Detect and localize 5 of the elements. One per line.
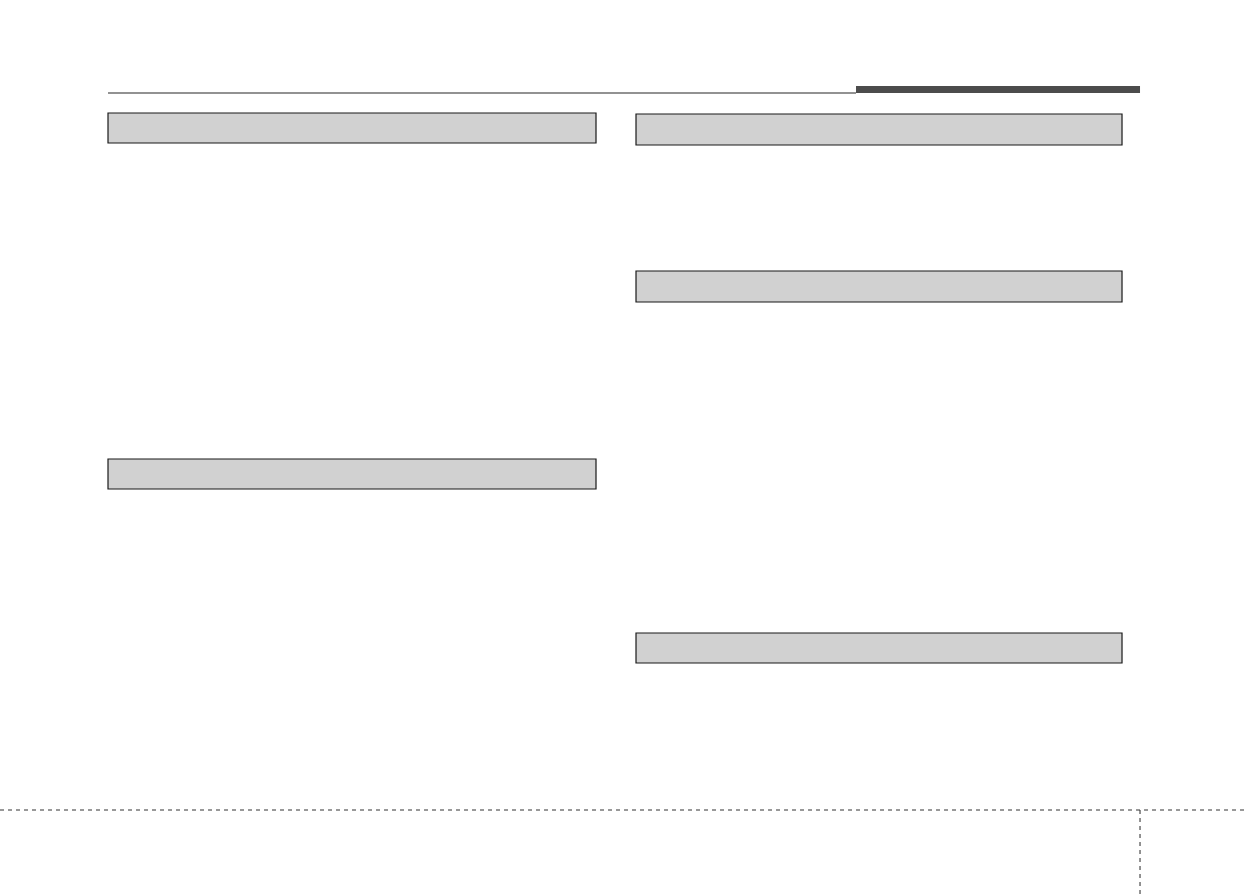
section-header-bar <box>635 632 1123 664</box>
section-header-bar <box>107 458 597 490</box>
section-header-bar <box>635 113 1123 146</box>
section-header-bar <box>107 112 597 144</box>
section-header-bar <box>635 270 1123 303</box>
